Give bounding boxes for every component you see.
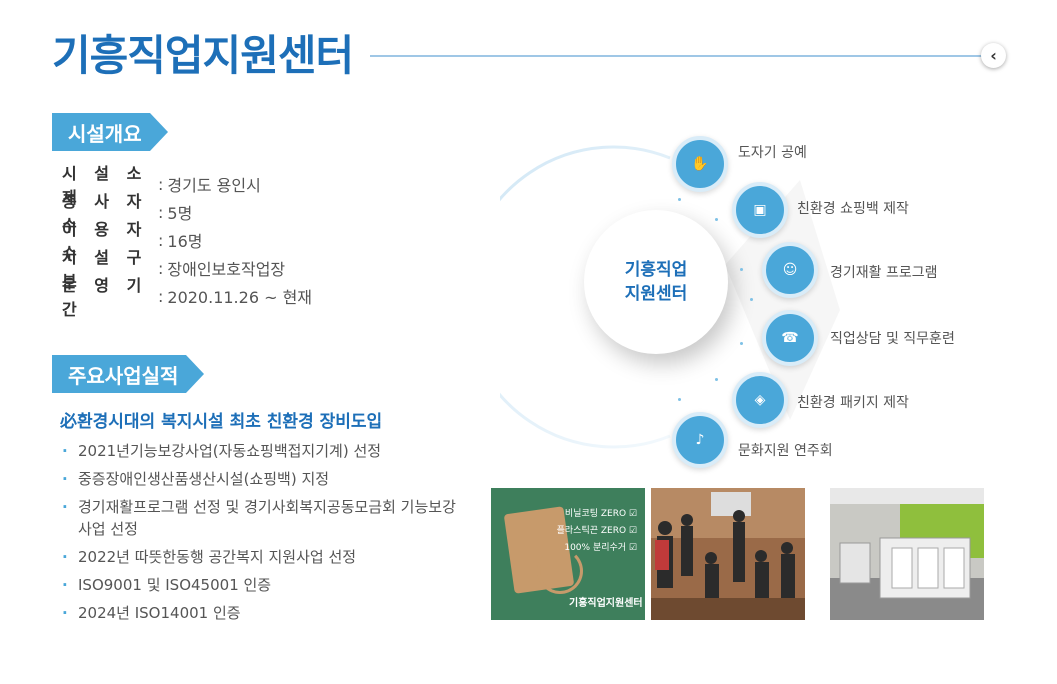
overview-section-tag: 시설개요: [52, 113, 168, 151]
node-label: 친환경 패키지 제작: [797, 395, 909, 411]
overview-heading: 시설개요: [52, 113, 150, 151]
facility-row: 시 설 구 분 : 장애인보호작업장: [62, 248, 312, 291]
package-icon: ◈: [732, 372, 788, 428]
facility-value: 5명: [167, 204, 193, 223]
equipment-room-photo: [830, 488, 984, 620]
achievements-section-tag: 주요사업실적: [52, 355, 205, 393]
dot: [715, 378, 718, 381]
dot: [740, 342, 743, 345]
facility-label: 운 영 기 간: [62, 276, 148, 319]
diagram-hub: 기흥직업 지원센터: [584, 210, 728, 354]
dot: [678, 198, 681, 201]
facility-label: 종 사 자 수: [62, 192, 148, 235]
colon: :: [158, 286, 164, 306]
colon: :: [158, 202, 164, 222]
colon: :: [158, 230, 164, 250]
colon: :: [158, 258, 164, 278]
bag-feature: 100% 분리수거 ☑: [564, 543, 637, 553]
achievement-highlight: 必환경시대의 복지시설 최초 친환경 장비도입: [60, 412, 383, 432]
list-item: 2022년 따뜻한동행 공간복지 지원사업 선정: [62, 546, 462, 568]
diagram-arc: [500, 145, 840, 449]
group-activity-illustration: [651, 488, 805, 620]
dot: [740, 268, 743, 271]
tag-arrow: [186, 355, 205, 393]
facility-row: 종 사 자 수 : 5명: [62, 192, 312, 235]
tag-arrow: [149, 113, 168, 151]
bag-feature: 비닐코팅 ZERO ☑: [564, 509, 637, 519]
node-label: 도자기 공예: [738, 145, 807, 161]
shopping-bag-photo: 비닐코팅 ZERO ☑ 플라스틱끈 ZERO ☑ 100% 분리수거 ☑ 기흥직…: [491, 488, 645, 620]
hub-line: 지원센터: [624, 284, 688, 304]
node-label: 경기재활 프로그램: [830, 265, 938, 281]
facility-row: 시 설 소 재 : 경기도 용인시: [62, 164, 312, 207]
list-item: ISO9001 및 ISO45001 인증: [62, 574, 462, 596]
dot: [715, 218, 718, 221]
achievement-list: 2021년기능보강사업(자동쇼핑백접지기계) 선정 중증장애인생산품생산시설(쇼…: [62, 440, 462, 630]
handshake-icon: ✋: [672, 136, 728, 192]
facility-info: 시 설 소 재 : 경기도 용인시 종 사 자 수 : 5명 이 용 자 수 :…: [62, 164, 313, 319]
bag-handle-shape: [537, 548, 583, 594]
list-item: 경기재활프로그램 선정 및 경기사회복지공동모금회 기능보강사업 선정: [62, 496, 462, 540]
achievements-heading: 주요사업실적: [52, 355, 187, 393]
facility-label: 시 설 구 분: [62, 248, 148, 291]
facility-row: 운 영 기 간 : 2020.11.26 ~ 현재: [62, 276, 313, 319]
people-icon: ☺: [762, 242, 818, 298]
bag-feature: 플라스틱끈 ZERO ☑: [556, 526, 637, 536]
group-activity-photo: [651, 488, 805, 620]
program-diagram: 기흥직업 지원센터 ✋ 도자기 공예 ▣ 친환경 쇼핑백 제작 ☺ 경기재활 프…: [500, 120, 1040, 470]
facility-value: 경기도 용인시: [167, 176, 261, 195]
box-icon: ▣: [732, 182, 788, 238]
title-divider: [370, 55, 982, 57]
list-item: 중증장애인생산품생산시설(쇼핑백) 지정: [62, 468, 462, 490]
facility-row: 이 용 자 수 : 16명: [62, 220, 312, 263]
list-item: 2024년 ISO14001 인증: [62, 602, 462, 624]
facility-value: 2020.11.26 ~ 현재: [167, 288, 313, 307]
bag-logo: 기흥직업지원센터: [569, 598, 643, 609]
music-icon: ♪: [672, 412, 728, 468]
facility-value: 장애인보호작업장: [167, 260, 286, 279]
dot: [750, 298, 753, 301]
page-title: 기흥직업지원센터: [52, 31, 354, 80]
bag-features: 비닐코팅 ZERO ☑ 플라스틱끈 ZERO ☑ 100% 분리수거 ☑: [557, 506, 637, 557]
hub-line: 기흥직업: [624, 260, 688, 280]
node-label: 직업상담 및 직무훈련: [830, 331, 955, 347]
dot: [678, 398, 681, 401]
back-button[interactable]: ‹: [981, 43, 1006, 68]
facility-value: 16명: [167, 232, 203, 251]
counseling-icon: ☎: [762, 310, 818, 366]
node-label: 친환경 쇼핑백 제작: [797, 201, 909, 217]
list-item: 2021년기능보강사업(자동쇼핑백접지기계) 선정: [62, 440, 462, 462]
equipment-room-illustration: [830, 488, 984, 620]
facility-label: 이 용 자 수: [62, 220, 148, 263]
colon: :: [158, 174, 164, 194]
node-label: 문화지원 연주회: [738, 443, 833, 459]
facility-label: 시 설 소 재: [62, 164, 148, 207]
